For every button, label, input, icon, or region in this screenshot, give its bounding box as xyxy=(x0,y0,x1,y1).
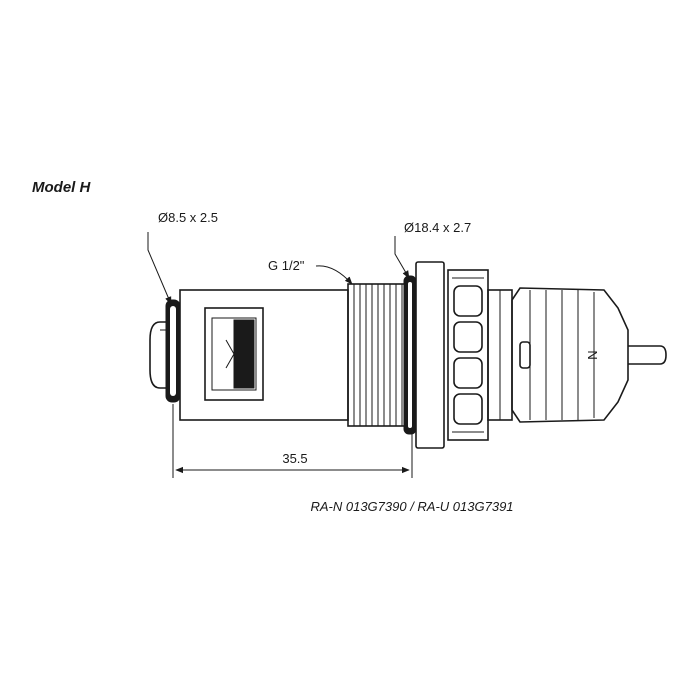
gland-knob xyxy=(519,341,531,369)
nose-cap xyxy=(149,321,176,389)
flange xyxy=(415,261,445,449)
spindle-pin xyxy=(628,345,667,365)
model-title: Model H xyxy=(32,179,91,196)
oring-small-label: Ø8.5 x 2.5 xyxy=(158,210,218,225)
window-detail xyxy=(225,339,235,369)
window-frame xyxy=(211,317,257,391)
length-label: 35.5 xyxy=(282,451,307,466)
thread-lines xyxy=(353,284,403,426)
leader-thread xyxy=(315,265,353,285)
oring-small-inner xyxy=(170,306,176,396)
insert-letter: N xyxy=(585,350,600,359)
gland-ribs xyxy=(529,290,595,420)
hex-nut-facets xyxy=(452,277,484,433)
leader-oring-small xyxy=(147,232,172,305)
oring-large-inner xyxy=(408,282,412,428)
leader-oring-large xyxy=(394,236,410,279)
window-spindle xyxy=(233,319,255,389)
thread-label: G 1/2" xyxy=(268,258,305,273)
oring-large-label: Ø18.4 x 2.7 xyxy=(404,220,471,235)
gland-body xyxy=(511,287,629,423)
body-window xyxy=(204,307,264,401)
model-caption: RA-N 013G7390 / RA-U 013G7391 xyxy=(310,499,513,514)
